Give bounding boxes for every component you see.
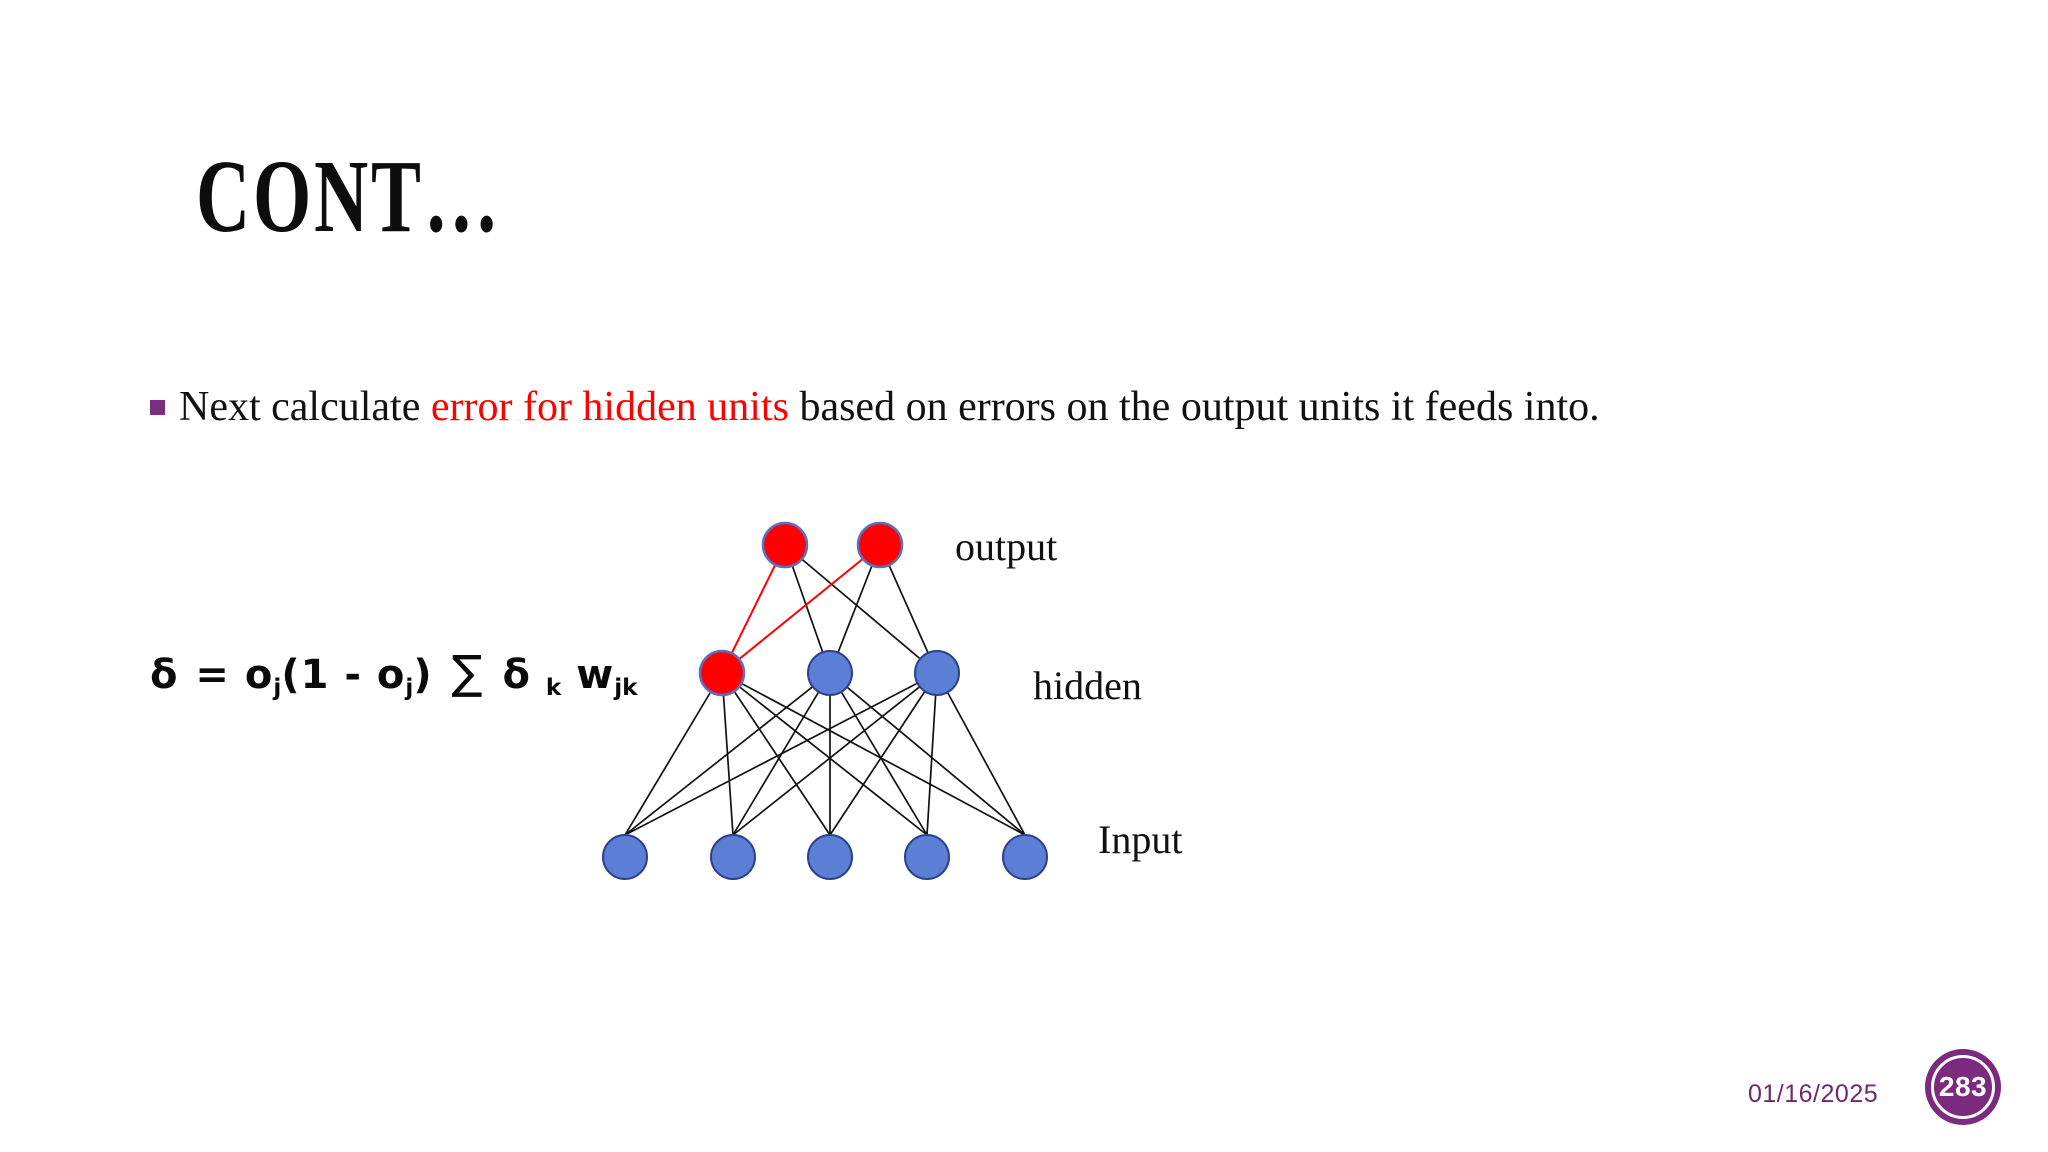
bullet-text-before: Next calculate: [179, 384, 431, 430]
hidden-node: [807, 650, 853, 696]
formula-o-j-sub: j: [273, 673, 282, 701]
edges-input-to-hidden: [624, 672, 1026, 836]
hidden-node: [914, 650, 960, 696]
edges-highlighted-backprop: [721, 544, 881, 674]
output-node-highlighted: [761, 521, 809, 569]
input-node: [1002, 834, 1048, 880]
formula-close-paren: ): [413, 652, 433, 698]
square-bullet-icon: [150, 400, 165, 415]
input-node: [807, 834, 853, 880]
formula-o-j-2: o: [376, 652, 406, 698]
formula-summation-symbol: ∑: [451, 645, 484, 699]
output-node-highlighted: [856, 521, 904, 569]
layer-label-hidden: hidden: [1033, 663, 1142, 708]
formula-o-j-2-sub: j: [405, 673, 414, 701]
edges-hidden-to-output: [784, 544, 938, 674]
output-layer-nodes: [761, 521, 904, 569]
input-node: [602, 834, 648, 880]
bullet-text-highlight: error for hidden units: [430, 384, 789, 430]
formula-w-sub: jk: [614, 673, 638, 701]
bullet-text-after: based on errors on the output units it f…: [788, 384, 1600, 430]
formula-equals: =: [195, 652, 230, 698]
formula-w: w: [576, 652, 615, 698]
slide-number-badge: 283: [1925, 1049, 2001, 1125]
input-layer-nodes: [602, 834, 1048, 880]
hidden-layer-nodes: [698, 649, 960, 697]
formula-delta: δ: [150, 652, 179, 698]
formula-o-j: o: [244, 652, 274, 698]
network-svg: [602, 521, 1048, 880]
input-node: [710, 834, 756, 880]
backprop-formula: δ = oj(1 - oj) ∑ δ k wjk: [150, 645, 638, 701]
layer-label-output: output: [955, 524, 1058, 569]
footer-date: 01/16/2025: [1748, 1080, 1879, 1108]
hidden-node-highlighted: [698, 649, 746, 697]
page-title: CONT…: [196, 139, 502, 254]
input-node: [904, 834, 950, 880]
neural-network-diagram: [560, 480, 1120, 900]
bullet-text: Next calculate error for hidden units ba…: [179, 382, 1600, 432]
bullet-list-item: Next calculate error for hidden units ba…: [150, 382, 1600, 432]
slide-number-text: 283: [1938, 1071, 1988, 1102]
formula-open-paren: (1 -: [281, 652, 377, 698]
formula-delta-k: δ: [502, 652, 531, 698]
layer-label-input: Input: [1098, 817, 1183, 862]
formula-delta-k-sub: k: [545, 673, 562, 701]
